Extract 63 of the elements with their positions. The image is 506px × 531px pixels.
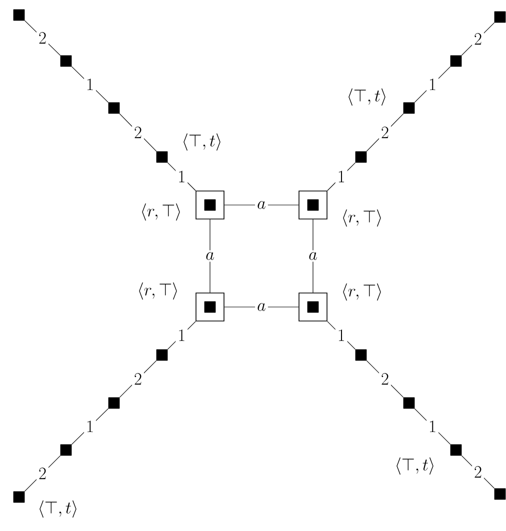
- node-label: $\langle r, \top\rangle$: [139, 282, 177, 300]
- edge-label: $a$: [255, 301, 268, 313]
- connector-line: [312, 219, 314, 293]
- edge-label: $1$: [84, 76, 96, 92]
- connector-line: [24, 20, 61, 56]
- filled-square: [13, 9, 25, 21]
- connector-line: [71, 408, 109, 445]
- filled-square: [494, 488, 506, 500]
- connector-line: [119, 113, 157, 152]
- filled-square: [307, 301, 319, 313]
- connector-line: [366, 360, 404, 398]
- filled-square: [204, 199, 216, 211]
- edge-label: $1$: [84, 418, 96, 434]
- connector-line: [414, 66, 451, 103]
- edge-label: $2$: [36, 30, 48, 46]
- edge-label: $2$: [379, 124, 391, 140]
- edge-label: $1$: [335, 328, 348, 343]
- edge-label: $1$: [176, 328, 188, 343]
- filled-square: [307, 199, 319, 211]
- node-label: $\langle \top, t\rangle$: [184, 133, 220, 151]
- filled-square: [403, 397, 415, 409]
- edge-label: $2$: [472, 464, 484, 480]
- connector-line: [461, 455, 495, 489]
- edge-label: $2$: [472, 31, 484, 47]
- filled-square: [108, 397, 120, 409]
- node-label: $\langle r, \top\rangle$: [343, 209, 381, 227]
- node-label: $\langle \top, t\rangle$: [40, 500, 76, 518]
- filled-square: [60, 55, 72, 67]
- connector-line: [24, 455, 61, 492]
- connector-line: [167, 321, 196, 350]
- filled-square: [108, 102, 120, 114]
- node-label: $\langle \top, t\rangle$: [348, 88, 386, 106]
- connector-line: [224, 204, 299, 206]
- filled-square: [450, 55, 462, 67]
- filled-square: [156, 349, 168, 361]
- edge-label: $1$: [426, 418, 438, 434]
- edge-label: $2$: [132, 371, 144, 387]
- filled-square: [494, 11, 506, 23]
- edge-label: $a$: [204, 250, 216, 262]
- edge-label: $2$: [379, 371, 391, 387]
- edge-label: $1$: [426, 76, 438, 92]
- edge-label: $1$: [176, 169, 188, 184]
- node-label: $\langle \top, t\rangle$: [396, 457, 434, 475]
- filled-square: [204, 301, 216, 313]
- edge-label: $a$: [255, 199, 268, 211]
- connector-line: [71, 66, 109, 103]
- edge-label: $2$: [132, 124, 144, 140]
- filled-square: [355, 349, 367, 361]
- edge-label: $a$: [306, 250, 320, 262]
- edge-label: $2$: [36, 466, 48, 482]
- node-label: $\langle r, \top\rangle$: [343, 283, 381, 301]
- connector-line: [327, 162, 356, 191]
- node-label: $\langle r, \top\rangle$: [142, 203, 180, 221]
- connector-line: [224, 306, 299, 308]
- filled-square: [60, 444, 72, 456]
- connector-line: [414, 408, 451, 445]
- connector-line: [167, 162, 196, 191]
- edge-label: $1$: [335, 169, 348, 184]
- filled-square: [355, 151, 367, 163]
- connector-line: [366, 113, 404, 152]
- connector-line: [327, 321, 356, 350]
- connector-line: [461, 22, 495, 56]
- connector-line: [119, 360, 157, 398]
